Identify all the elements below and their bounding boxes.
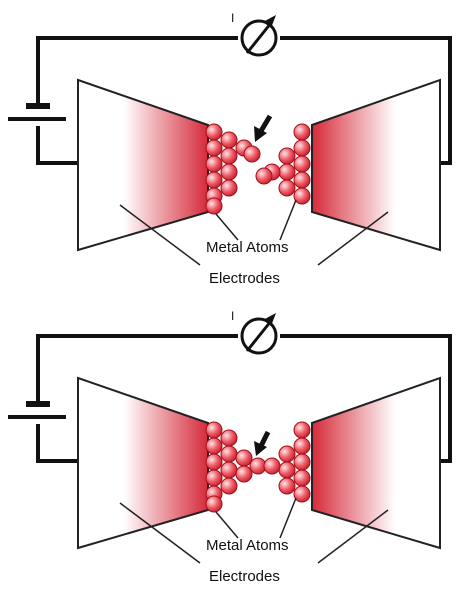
metal-atom bbox=[205, 453, 223, 471]
left-atom-cluster bbox=[205, 123, 261, 215]
metal-atom bbox=[293, 421, 311, 439]
right-electrode bbox=[311, 376, 441, 550]
leader-lines bbox=[119, 199, 389, 266]
metal-atom bbox=[293, 171, 311, 189]
left-atom-cluster bbox=[205, 421, 253, 513]
right-electrode bbox=[311, 78, 441, 252]
arrow-icon bbox=[254, 114, 273, 142]
metal-atom bbox=[235, 465, 253, 483]
metal-atom bbox=[293, 155, 311, 173]
ammeter-icon bbox=[240, 15, 278, 57]
metal-atom bbox=[205, 421, 223, 439]
metal-atom bbox=[205, 197, 223, 215]
left-electrode bbox=[77, 376, 209, 550]
metal-atom bbox=[220, 429, 238, 447]
metal-atom bbox=[220, 477, 238, 495]
arrow-icon bbox=[254, 430, 271, 456]
metal-atom bbox=[263, 457, 281, 475]
electrodes-label: Electrodes bbox=[209, 270, 280, 287]
current-symbol: I bbox=[231, 11, 234, 25]
leader-lines bbox=[119, 497, 389, 564]
metal-atom bbox=[220, 179, 238, 197]
metal-atom bbox=[220, 147, 238, 165]
panel-top: I bbox=[8, 11, 452, 287]
metal-atom bbox=[278, 461, 296, 479]
metal-atom bbox=[220, 445, 238, 463]
metal-atom bbox=[293, 453, 311, 471]
metal-atom bbox=[243, 145, 261, 163]
metal-atom bbox=[293, 469, 311, 487]
panel-bottom: I bbox=[8, 309, 452, 585]
metal-atom bbox=[278, 163, 296, 181]
metal-atom bbox=[205, 171, 223, 189]
metal-atom bbox=[278, 179, 296, 197]
metal-atom bbox=[293, 123, 311, 141]
battery-icon bbox=[8, 401, 66, 419]
metal-atom bbox=[278, 477, 296, 495]
metal-atom bbox=[220, 163, 238, 181]
metal-atom bbox=[205, 139, 223, 157]
current-symbol: I bbox=[231, 309, 234, 323]
metal-atom bbox=[205, 155, 223, 173]
right-atom-cluster bbox=[263, 421, 311, 503]
metal-atom bbox=[220, 131, 238, 149]
metal-atoms-label: Metal Atoms bbox=[206, 537, 289, 554]
metal-atom bbox=[235, 449, 253, 467]
metal-atom bbox=[255, 167, 273, 185]
metal-atom bbox=[293, 485, 311, 503]
battery-icon bbox=[8, 103, 66, 121]
ammeter-icon bbox=[240, 313, 278, 355]
metal-atom bbox=[205, 437, 223, 455]
metal-atom bbox=[293, 437, 311, 455]
metal-atom bbox=[278, 445, 296, 463]
metal-atom bbox=[278, 147, 296, 165]
metal-atom bbox=[205, 123, 223, 141]
left-electrode bbox=[77, 78, 209, 252]
metal-atoms-label: Metal Atoms bbox=[206, 239, 289, 256]
metal-atom bbox=[293, 187, 311, 205]
metal-atom bbox=[293, 139, 311, 157]
metal-atom bbox=[205, 469, 223, 487]
metal-atom bbox=[220, 461, 238, 479]
right-atom-cluster bbox=[255, 123, 311, 205]
electrodes-label: Electrodes bbox=[209, 568, 280, 585]
metal-atom bbox=[205, 495, 223, 513]
